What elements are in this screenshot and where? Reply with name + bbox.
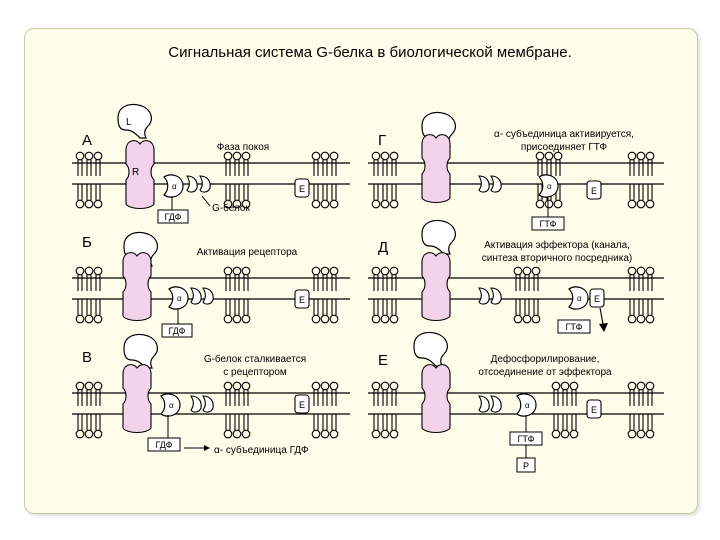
ligand — [413, 331, 448, 367]
receptor — [122, 252, 152, 322]
panel-caption: отсоединение от эффектора — [478, 366, 612, 378]
gdp-box — [157, 209, 189, 224]
lipid-group — [372, 382, 398, 438]
beta-subunit — [190, 395, 202, 413]
receptor — [421, 364, 451, 434]
gamma-subunit — [490, 395, 502, 413]
lipid-group — [76, 267, 102, 323]
output-arrow — [599, 307, 604, 325]
phosphate-box — [516, 457, 536, 473]
gamma-subunit — [202, 395, 214, 413]
panel-letter: Б — [82, 234, 92, 251]
lipid-group — [76, 152, 102, 208]
alpha-label: α — [525, 401, 530, 410]
g-protein-label: G-белок — [212, 202, 250, 214]
gtp-box — [557, 319, 591, 334]
panel-letter: А — [82, 132, 92, 149]
panel-caption: синтеза вторичного посредника) — [482, 253, 632, 264]
release-arrowhead — [204, 445, 210, 451]
panel-letter: Г — [378, 132, 386, 149]
g-protein-pointer — [201, 195, 211, 207]
alpha-label: α — [547, 182, 552, 191]
beta-subunit — [478, 395, 490, 413]
gdp-label: ГДФ — [168, 326, 185, 336]
lipid-group — [312, 382, 338, 438]
lipid-group — [76, 382, 102, 438]
beta-subunit — [478, 287, 490, 305]
gtp-label: ГТФ — [518, 434, 535, 444]
effector-label: Е — [594, 294, 600, 304]
effector-label: Е — [299, 400, 305, 410]
lipid-group — [372, 152, 398, 208]
gtp-label: ГТФ — [566, 322, 583, 332]
panel-b: Б Активация рецептора α Е ГДФ — [72, 231, 350, 338]
lipid-group — [224, 267, 250, 323]
effector-label: Е — [591, 405, 597, 415]
panel-caption: Активация рецептора — [197, 247, 298, 258]
lipid-group — [552, 382, 578, 438]
lipid-group — [628, 152, 654, 208]
panel-caption: α- субъединица активируется, — [494, 128, 634, 140]
alpha-gdp-label: α- субъединица ГДФ — [214, 444, 309, 456]
ligand-label: L — [126, 117, 132, 128]
lipid-group — [372, 267, 398, 323]
panel-caption: присоединяет ГТФ — [521, 142, 608, 153]
effector-label: Е — [299, 295, 305, 305]
receptor-label: R — [132, 167, 139, 178]
panel-caption: Дефосфорилирование, — [491, 353, 600, 365]
alpha-label: α — [169, 401, 174, 410]
receptor — [125, 140, 155, 210]
output-arrowhead — [599, 323, 608, 332]
alpha-label: α — [177, 294, 182, 303]
gdp-label: ГДФ — [155, 440, 172, 450]
alpha-label: α — [172, 182, 177, 191]
panel-letter: Д — [378, 239, 388, 256]
panel-c: В G-белок сталкивается с рецептором α Е … — [72, 333, 350, 456]
gdp-label: ГДФ — [164, 212, 181, 222]
lipid-group — [628, 382, 654, 438]
receptor — [122, 364, 152, 434]
alpha-label: α — [577, 294, 582, 303]
lipid-group — [312, 267, 338, 323]
ligand — [117, 103, 152, 139]
panel-letter: В — [82, 349, 92, 366]
gamma-subunit — [202, 287, 214, 305]
gamma-subunit — [490, 287, 502, 305]
receptor — [421, 252, 451, 322]
phosphate-label: Р — [523, 461, 529, 471]
ligand — [123, 333, 158, 369]
panel-e: Д Активация эффектора (канала, синтеза в… — [368, 219, 664, 334]
panel-caption: с рецептором — [223, 367, 287, 378]
panel-letter: Е — [378, 352, 388, 369]
effector-label: Е — [591, 186, 597, 196]
gtp-box — [531, 216, 565, 231]
lipid-group — [224, 382, 250, 438]
panel-f: Е Дефосфорилирование, отсоединение от эф… — [368, 331, 664, 473]
ligand — [421, 219, 456, 255]
lipid-group — [224, 152, 250, 208]
lipid-group — [628, 267, 654, 323]
beta-subunit — [190, 287, 202, 305]
panel-caption: G-белок сталкивается — [204, 353, 306, 365]
effector-label: Е — [299, 184, 305, 194]
panel-a: А Фаза покоя L R α Е G-белок ГДФ — [72, 103, 350, 224]
lipid-group — [312, 152, 338, 208]
panel-d: Г α- субъединица активируется, присоедин… — [368, 111, 664, 231]
gdp-box — [161, 323, 193, 338]
panel-caption: Активация эффектора (канала, — [484, 239, 630, 251]
gtp-label: ГТФ — [540, 219, 557, 229]
lipid-group — [514, 267, 540, 323]
diagram-title: Сигнальная система G-белка в биологическ… — [168, 44, 572, 61]
panel-caption: Фаза покоя — [217, 142, 269, 153]
gdp-box — [147, 437, 181, 452]
receptor — [421, 134, 451, 204]
